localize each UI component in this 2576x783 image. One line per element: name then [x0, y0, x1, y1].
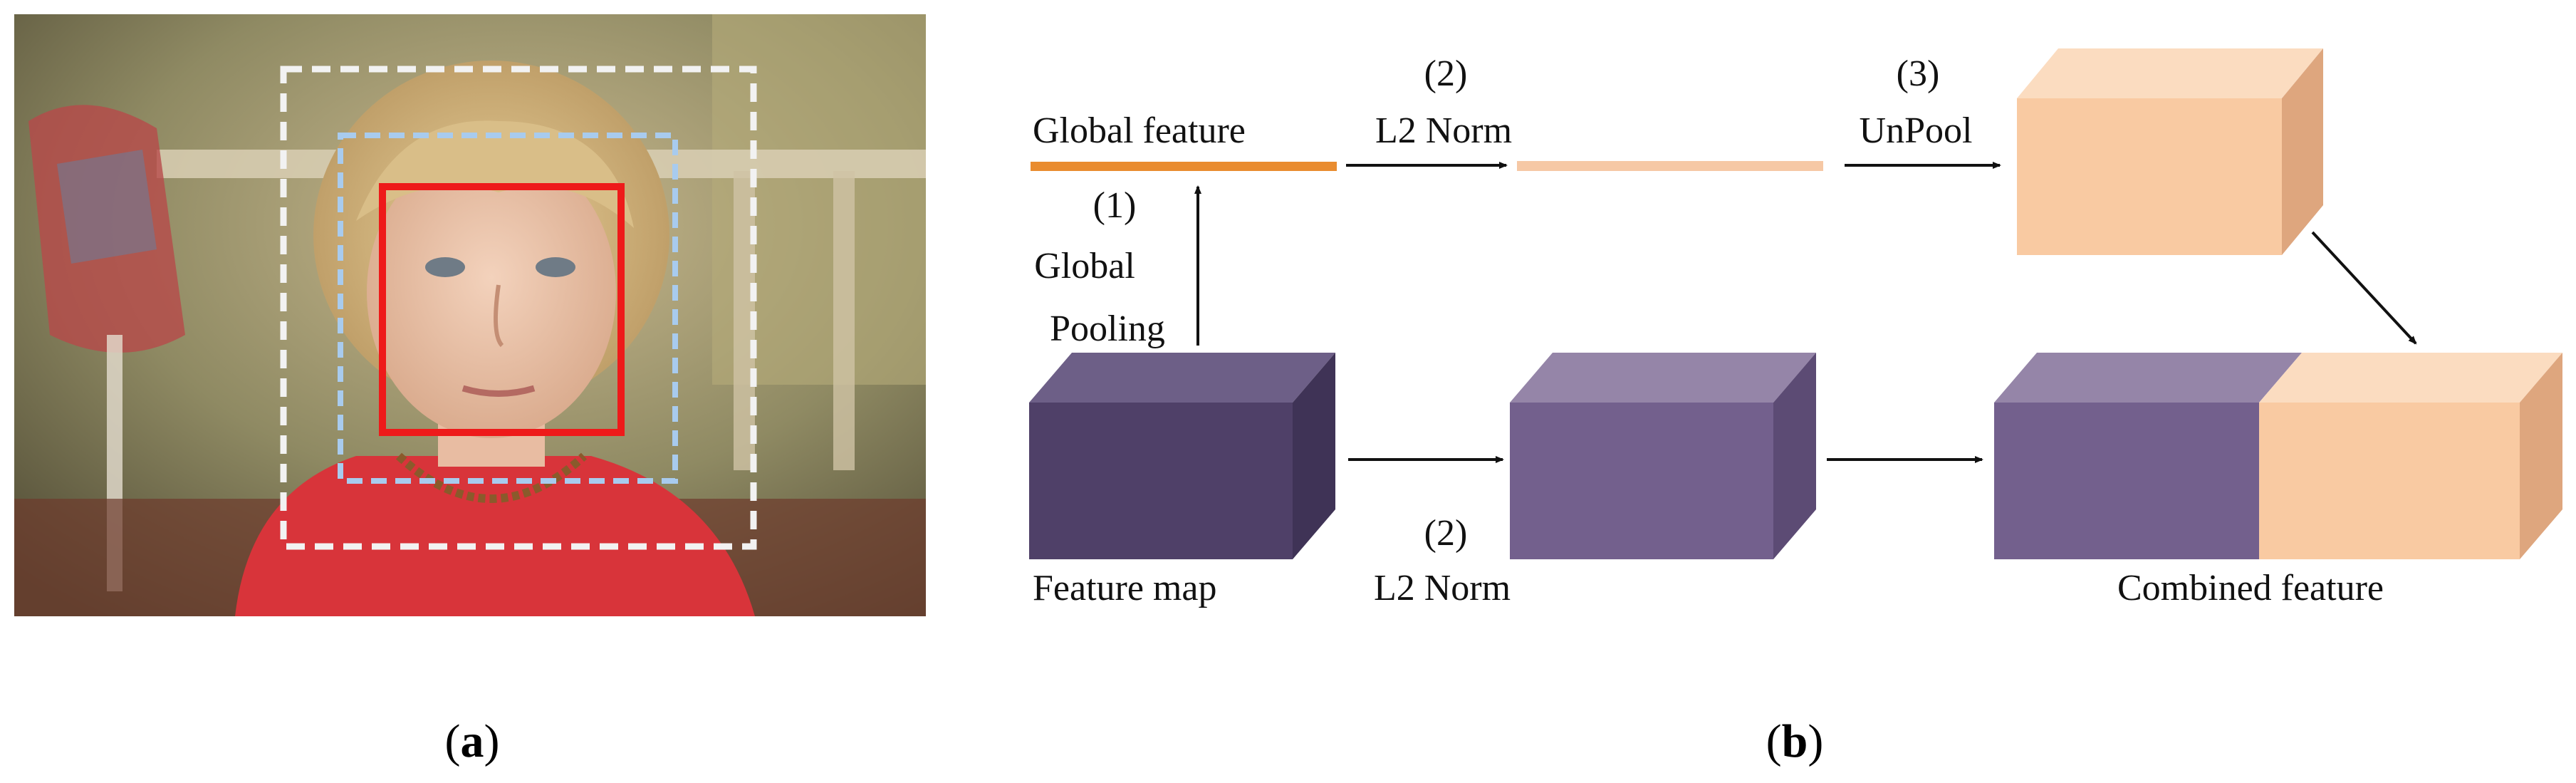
- caption-a-open: (: [445, 715, 461, 767]
- normalized-global-bar: [1517, 161, 1823, 171]
- caption-a: (a): [445, 715, 500, 767]
- caption-b-letter: b: [1782, 715, 1808, 767]
- outer-context-box: [280, 66, 757, 550]
- feature-map-cube-front: [1029, 403, 1293, 559]
- combined-cube-top-peach: [2259, 353, 2562, 403]
- combined-cube-front-purple: [1994, 403, 2259, 559]
- normalized-cube-top: [1510, 353, 1816, 403]
- caption-b: (b): [1766, 715, 1824, 767]
- normalized-cube-side: [1773, 353, 1816, 559]
- combined-feature-cube: [1994, 353, 2562, 559]
- photo-face: [367, 146, 616, 438]
- caption-b-close: ): [1808, 715, 1823, 767]
- photo-left-eye: [425, 257, 465, 277]
- feature-map-label: Feature map: [1033, 568, 1216, 608]
- photo-chair-pattern: [57, 150, 157, 264]
- photo-nose: [494, 284, 504, 348]
- feature-map-cube-top: [1029, 353, 1335, 403]
- step2-top-text: L2 Norm: [1375, 110, 1512, 151]
- feature-map-cube-side: [1293, 353, 1335, 559]
- step1-number: (1): [1093, 185, 1137, 226]
- combined-cube-side: [2520, 353, 2562, 559]
- pipeline-diagram: Global feature (2) L2 Norm (3) UnPool (1…: [1029, 48, 2562, 608]
- photo-bangs: [356, 120, 634, 228]
- unpooled-cube-side: [2282, 48, 2323, 255]
- step2-bottom-text: L2 Norm: [1374, 568, 1511, 608]
- caption-a-letter: a: [461, 715, 484, 767]
- photo-mouth: [462, 385, 536, 397]
- photo-shirt: [235, 456, 755, 616]
- unpooled-cube-top: [2017, 48, 2323, 98]
- global-feature-bar: [1031, 162, 1337, 171]
- caption-a-close: ): [484, 715, 500, 767]
- step3-text: UnPool: [1860, 110, 1973, 151]
- global-feature-label: Global feature: [1033, 110, 1246, 151]
- normalized-cube-front: [1510, 403, 1773, 559]
- caption-b-open: (: [1766, 715, 1782, 767]
- photo-table-leg-2: [833, 171, 855, 470]
- step2-top-number: (2): [1424, 53, 1468, 94]
- step1-line2: Pooling: [1050, 308, 1165, 349]
- photo-panel: [14, 14, 926, 616]
- photo-necklace: [395, 452, 588, 503]
- combined-cube-top-purple: [1994, 353, 2302, 403]
- feature-map-cube: [1029, 353, 1335, 559]
- unpooled-cube-front: [2017, 98, 2282, 255]
- unpooled-feature-cube: [2017, 48, 2323, 255]
- step2-bottom-number: (2): [1424, 513, 1468, 554]
- combined-feature-label: Combined feature: [2117, 568, 2384, 608]
- face-box: [379, 183, 625, 436]
- arrow-to-combined: [2311, 231, 2417, 345]
- combined-cube-front-peach: [2259, 403, 2520, 559]
- step3-number: (3): [1897, 53, 1940, 94]
- inner-context-box: [338, 133, 678, 484]
- step1-line1: Global: [1034, 246, 1135, 286]
- normalized-feature-cube: [1510, 353, 1816, 559]
- photo-right-eye: [536, 257, 575, 277]
